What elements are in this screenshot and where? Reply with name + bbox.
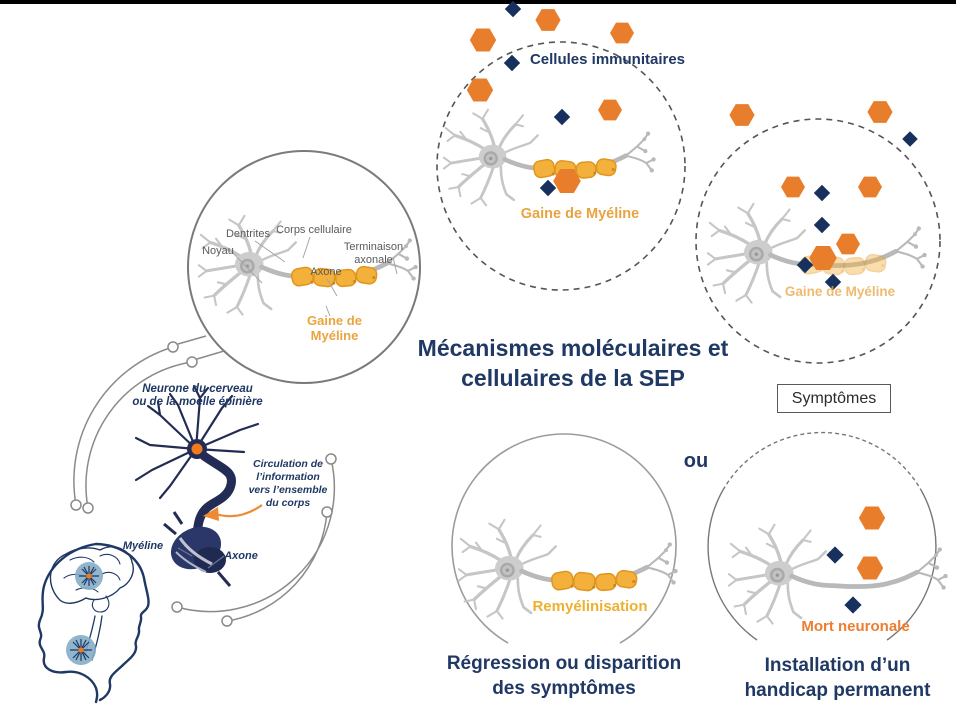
myelin-bulb [163, 511, 232, 587]
dendrites-label: Dentrites [225, 228, 271, 240]
myelin-brain-label: Myéline [122, 540, 164, 552]
immune-cells-death [826, 506, 886, 614]
neuronal-death-label: Mort neuronale [801, 618, 910, 635]
label-leader-lines [232, 236, 398, 317]
brain-neuron-caption-line2: ou de la moelle épinière [132, 396, 263, 409]
regression-caption: Régression ou disparition des symptômes [446, 653, 682, 699]
or-connector-label: ou [683, 450, 709, 472]
immune-cell-diamond-icon [504, 0, 522, 18]
diagram-title-line2: cellulaires de la SEP [461, 365, 685, 391]
immune-cell-diamond-icon [844, 596, 862, 614]
neuronal-death-circle-outline [707, 431, 937, 641]
brain-neuron-caption: Neurone du cerveau ou de la moelle épini… [130, 383, 265, 409]
brain-label-leader-lines [177, 547, 225, 569]
myelin-sheath-label-healthy: Gaine de Myéline [307, 313, 362, 343]
connection-arcs [70, 335, 337, 627]
demyelination-circle-outline [695, 118, 941, 364]
circulation-caption: Circulation de l’information vers l’ense… [248, 458, 328, 509]
immune-cell-hexagon-icon [729, 104, 755, 126]
immune-cell-diamond-icon [902, 131, 918, 147]
brain-lesion-spots [66, 562, 103, 665]
brain-neuron-illustration [134, 384, 260, 587]
disability-caption: Installation d’un handicap permanent [744, 655, 931, 701]
symptoms-box: Symptômes [777, 384, 891, 413]
myelin-sheath-label-attack: Gaine de Myéline [520, 206, 640, 222]
brain-neuron-caption-line1: Neurone du cerveau [142, 383, 253, 395]
immune-cells-label: Cellules immunitaires [529, 51, 686, 68]
dying-neuron [729, 525, 948, 624]
nucleus-label: Noyau [202, 245, 234, 257]
immune-cell-hexagon-icon [535, 9, 561, 31]
immune-cell-hexagon-icon [858, 506, 886, 530]
top-border-line [0, 0, 956, 4]
immune-cell-hexagon-icon [610, 22, 634, 44]
diagram-title: Mécanismes moléculaires et cellulaires d… [408, 333, 738, 393]
remyelination-circle-outline [451, 433, 677, 644]
immune-cell-hexagon-icon [867, 101, 893, 123]
axon-brain-label: Axone [224, 550, 258, 562]
head-silhouette [37, 542, 150, 704]
circulation-arrow [203, 504, 263, 521]
axon-label: Axone [310, 266, 342, 278]
remyelination-label: Remyélinisation [532, 598, 648, 615]
immune-cell-hexagon-icon [469, 28, 497, 52]
axon-terminal-label: Terminaison axonale [343, 241, 404, 266]
diagram-title-line1: Mécanismes moléculaires et [417, 335, 729, 361]
immune-cell-diamond-icon [826, 546, 844, 564]
immune-cell-hexagon-icon [856, 556, 884, 580]
myelin-sheath-label-demyelination: Gaine de Myéline [784, 284, 896, 299]
cell-body-label: Corps cellulaire [276, 224, 352, 236]
